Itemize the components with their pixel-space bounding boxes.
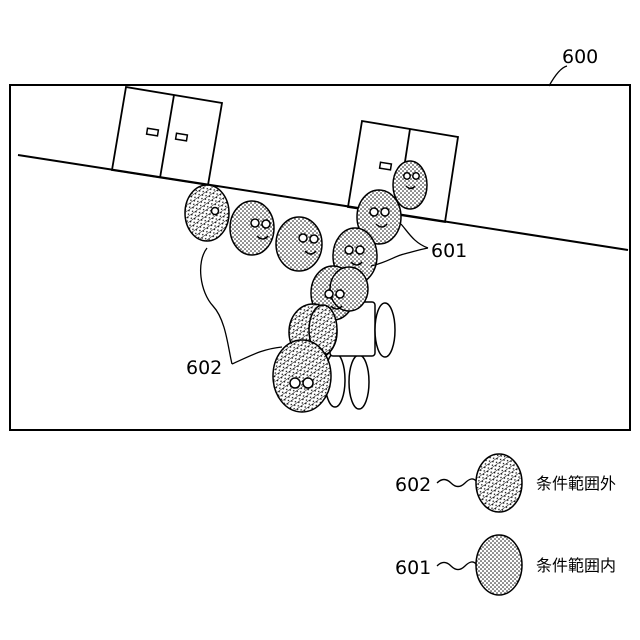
legend-text-602: 条件範囲外 [536, 474, 616, 493]
door-left [112, 87, 222, 185]
label-602: 602 [186, 357, 222, 379]
legend-ref-602: 602 [395, 474, 431, 496]
leader-600 [549, 66, 567, 86]
legend: 602 条件範囲外 601 条件範囲内 [395, 454, 616, 595]
legend-text-601: 条件範囲内 [536, 556, 616, 575]
legend-ref-601: 601 [395, 557, 431, 579]
legend-swatch-hatch [476, 454, 522, 512]
legend-item-601: 601 条件範囲内 [395, 535, 616, 595]
frame-label-600: 600 [562, 46, 598, 68]
legend-swatch-dots [476, 535, 522, 595]
face-602-c [273, 340, 331, 412]
label-601: 601 [431, 240, 467, 262]
legend-item-602: 602 条件範囲外 [395, 454, 616, 512]
face-601-c [393, 161, 427, 209]
face-602-a [185, 185, 229, 241]
face-601-b [276, 217, 322, 271]
face-601-a [230, 201, 274, 255]
